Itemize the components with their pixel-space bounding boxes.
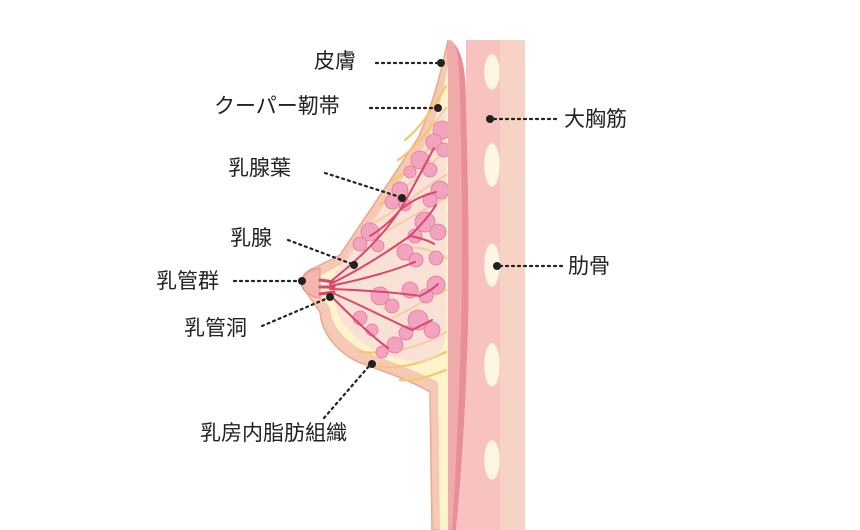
svg-text:クーパー靭帯: クーパー靭帯 bbox=[214, 94, 340, 118]
label-lobule: 乳腺葉 bbox=[228, 156, 406, 202]
label-duct-group: 乳管群 bbox=[156, 269, 306, 293]
label-cooper-ligament: クーパー靭帯 bbox=[214, 94, 442, 118]
rib bbox=[483, 53, 501, 91]
svg-text:乳腺葉: 乳腺葉 bbox=[228, 156, 291, 180]
ribs bbox=[483, 53, 501, 481]
label-pectoralis-major: 大胸筋 bbox=[486, 107, 627, 131]
nipple-ducts bbox=[318, 278, 336, 296]
svg-text:乳管洞: 乳管洞 bbox=[184, 316, 247, 340]
pectoralis-highlight bbox=[448, 40, 463, 530]
svg-text:肋骨: 肋骨 bbox=[568, 254, 610, 278]
label-skin: 皮膚 bbox=[314, 49, 445, 73]
gland-region bbox=[332, 110, 446, 362]
svg-text:大胸筋: 大胸筋 bbox=[564, 107, 627, 131]
rib bbox=[483, 142, 501, 188]
mammary-gland bbox=[329, 110, 448, 362]
label-fatty-tissue: 乳房内脂肪組織 bbox=[200, 360, 376, 445]
chest-wall-edge bbox=[500, 40, 525, 530]
label-mammary-gland: 乳腺 bbox=[230, 226, 358, 269]
svg-text:皮膚: 皮膚 bbox=[314, 49, 356, 73]
rib bbox=[483, 439, 501, 481]
svg-text:乳管群: 乳管群 bbox=[156, 269, 219, 293]
svg-text:乳房内脂肪組織: 乳房内脂肪組織 bbox=[200, 421, 347, 445]
svg-text:乳腺: 乳腺 bbox=[230, 226, 272, 250]
rib bbox=[483, 342, 501, 388]
label-lactiferous-sinus: 乳管洞 bbox=[184, 293, 334, 340]
label-rib: 肋骨 bbox=[493, 254, 610, 278]
